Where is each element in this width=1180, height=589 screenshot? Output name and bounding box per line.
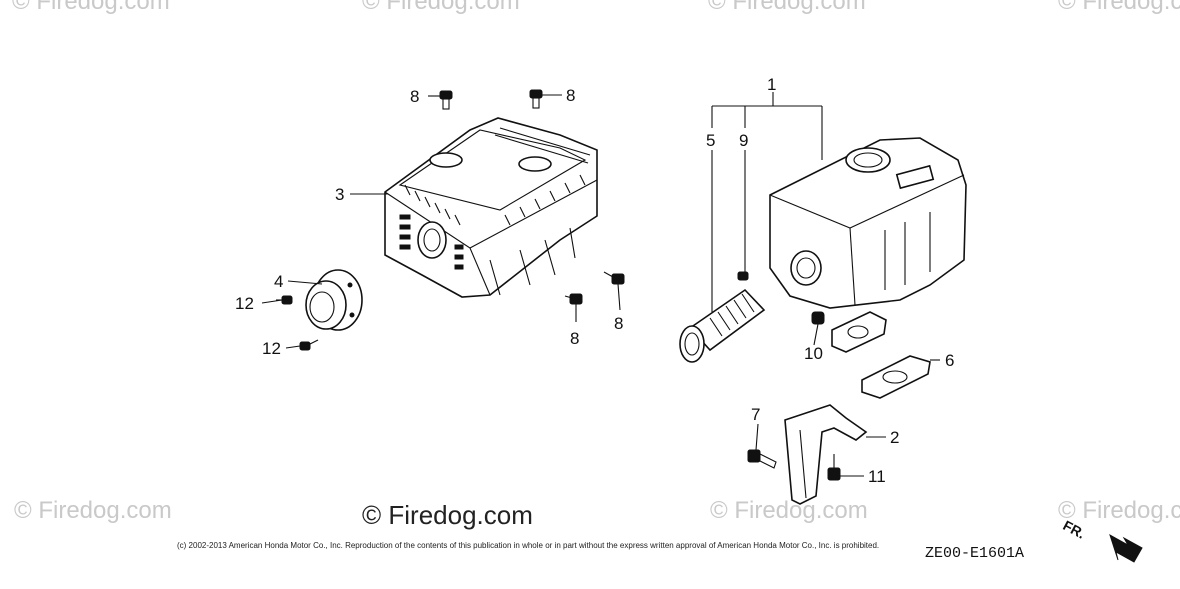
nut-10[interactable] bbox=[811, 311, 825, 325]
copyright-notice: (c) 2002-2013 American Honda Motor Co., … bbox=[177, 541, 880, 550]
callout-12-lower: 12 bbox=[262, 339, 281, 358]
callout-3: 3 bbox=[335, 185, 344, 204]
watermark-top-left: © Firedog.com bbox=[12, 0, 170, 15]
bolt-8-top-left[interactable] bbox=[439, 90, 453, 110]
callout-1: 1 bbox=[767, 75, 776, 94]
callout-9: 9 bbox=[739, 131, 748, 150]
callout-8-top-left: 8 bbox=[410, 87, 419, 106]
bolt-8-middle[interactable] bbox=[564, 293, 583, 305]
tail-pipe[interactable] bbox=[679, 288, 766, 363]
watermark-bottom-left: © Firedog.com bbox=[14, 497, 172, 524]
callout-5: 5 bbox=[706, 131, 715, 150]
diagram-code: ZE00-E1601A bbox=[925, 545, 1025, 562]
watermark-bottom-far-right: © Firedog.com bbox=[1058, 497, 1180, 524]
muffler-assembly[interactable] bbox=[769, 137, 967, 353]
callout-2: 2 bbox=[890, 428, 899, 447]
muffler-protector[interactable] bbox=[384, 117, 598, 298]
bolt-8-top-right[interactable] bbox=[529, 89, 543, 109]
callout-10: 10 bbox=[804, 344, 823, 363]
front-arrow-icon bbox=[1109, 533, 1143, 563]
muffler-bracket[interactable] bbox=[784, 404, 868, 505]
bolt-11[interactable] bbox=[827, 454, 841, 481]
bolt-8-middle-right[interactable] bbox=[603, 271, 625, 285]
watermark-top-center: © Firedog.com bbox=[362, 0, 520, 15]
callout-11: 11 bbox=[868, 467, 886, 486]
callout-8-middle-right: 8 bbox=[614, 314, 623, 333]
screw-9[interactable] bbox=[737, 271, 749, 281]
watermark-top-right: © Firedog.com bbox=[708, 0, 866, 15]
watermark-main: © Firedog.com bbox=[362, 500, 533, 530]
callout-6: 6 bbox=[945, 351, 954, 370]
watermark-bottom-right: © Firedog.com bbox=[710, 497, 868, 524]
callout-12-upper: 12 bbox=[235, 294, 254, 313]
screw-12-lower[interactable] bbox=[299, 339, 319, 351]
callout-8-top-right: 8 bbox=[566, 86, 575, 105]
bolt-7[interactable] bbox=[747, 449, 777, 469]
watermark-top-far-right: © Firedog.com bbox=[1058, 0, 1180, 15]
callout-7: 7 bbox=[751, 405, 760, 424]
leader-lines bbox=[261, 92, 940, 477]
gasket[interactable] bbox=[861, 355, 931, 399]
spark-arrester-cap[interactable] bbox=[305, 269, 363, 331]
callout-4: 4 bbox=[274, 272, 283, 291]
callout-8-middle: 8 bbox=[570, 329, 579, 348]
